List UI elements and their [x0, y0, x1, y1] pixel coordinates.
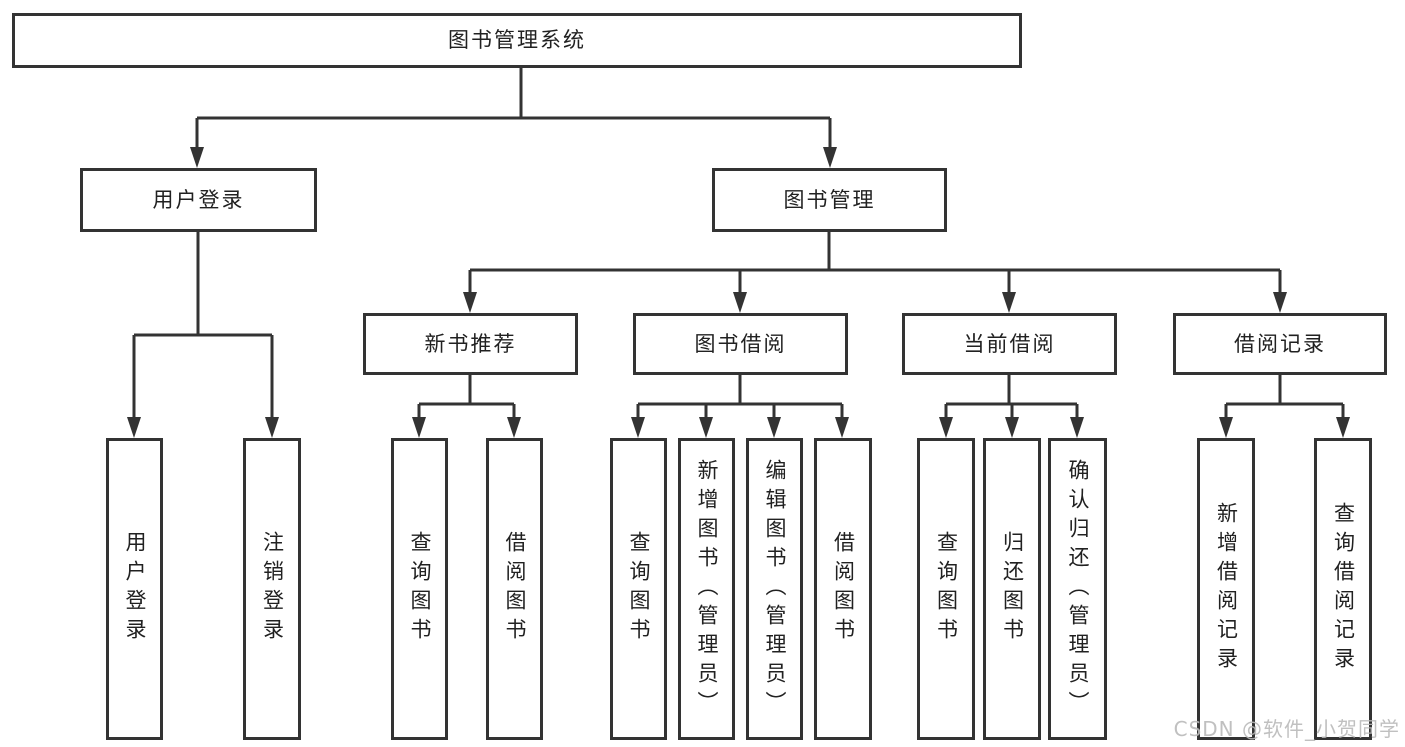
arrow-icon	[823, 147, 837, 168]
node-user-login: 用户登录	[80, 168, 317, 232]
arrow-icon	[127, 417, 141, 438]
connector-current-borrowing-children	[944, 375, 1079, 420]
arrow-icon	[767, 417, 781, 438]
arrow-icon	[507, 417, 521, 438]
leaf-query-borrow-record: 查询借阅记录	[1314, 438, 1372, 740]
leaf-query-books-1: 查询图书	[391, 438, 448, 740]
leaf-edit-books-admin: 编辑图书（管理员）	[746, 438, 803, 740]
leaf-logout-label: 注销登录	[260, 531, 285, 647]
node-new-books-label: 新书推荐	[424, 331, 517, 356]
leaf-query-books-2-label: 查询图书	[627, 531, 651, 647]
node-new-books: 新书推荐	[363, 313, 578, 375]
connector-book-borrowing-children	[636, 375, 844, 420]
arrow-icon	[1005, 417, 1019, 438]
leaf-add-borrow-record: 新增借阅记录	[1197, 438, 1255, 740]
arrowheads	[127, 147, 1350, 438]
arrow-icon	[631, 417, 645, 438]
arrow-icon	[939, 417, 953, 438]
node-book-management: 图书管理	[712, 168, 947, 232]
leaf-add-books-admin-label: 新增图书（管理员）	[695, 458, 719, 720]
leaf-borrow-books-1-label: 借阅图书	[503, 531, 527, 647]
arrow-icon	[1002, 292, 1016, 313]
leaf-confirm-return-admin: 确认归还（管理员）	[1048, 438, 1107, 740]
node-book-borrowing-label: 图书借阅	[694, 331, 787, 356]
arrow-icon	[835, 417, 849, 438]
leaf-add-books-admin: 新增图书（管理员）	[678, 438, 735, 740]
leaf-confirm-return-admin-label: 确认归还（管理员）	[1066, 458, 1090, 720]
connector-user-login-children	[132, 232, 274, 420]
leaf-query-borrow-record-label: 查询借阅记录	[1331, 502, 1356, 676]
connector-book-mgmt-sections	[468, 232, 1282, 295]
arrow-icon	[1219, 417, 1233, 438]
leaf-query-books-2: 查询图书	[610, 438, 667, 740]
node-current-borrowing: 当前借阅	[902, 313, 1117, 375]
leaf-borrow-books-1: 借阅图书	[486, 438, 543, 740]
connector-root-to-level2	[195, 68, 832, 150]
connector-paths	[132, 68, 1345, 420]
leaf-return-books-label: 归还图书	[1000, 531, 1025, 647]
arrow-icon	[412, 417, 426, 438]
node-book-borrowing: 图书借阅	[633, 313, 848, 375]
node-book-management-label: 图书管理	[783, 187, 876, 212]
leaf-edit-books-admin-label: 编辑图书（管理员）	[763, 458, 787, 720]
node-root-label: 图书管理系统	[448, 28, 586, 52]
arrow-icon	[1273, 292, 1287, 313]
arrow-icon	[1336, 417, 1350, 438]
leaf-query-books-1-label: 查询图书	[408, 531, 432, 647]
node-current-borrowing-label: 当前借阅	[963, 331, 1056, 356]
connector-borrowing-records-children	[1224, 375, 1345, 420]
leaf-logout: 注销登录	[243, 438, 301, 740]
arrow-icon	[733, 292, 747, 313]
leaf-add-borrow-record-label: 新增借阅记录	[1214, 502, 1239, 676]
node-borrowing-records: 借阅记录	[1173, 313, 1387, 375]
leaf-query-books-3: 查询图书	[917, 438, 975, 740]
leaf-borrow-books-2-label: 借阅图书	[831, 531, 856, 647]
arrow-icon	[1070, 417, 1084, 438]
leaf-user-login: 用户登录	[106, 438, 163, 740]
node-root: 图书管理系统	[12, 13, 1022, 68]
arrow-icon	[463, 292, 477, 313]
csdn-watermark: CSDN @软件_小贺同学	[1173, 717, 1400, 741]
leaf-borrow-books-2: 借阅图书	[814, 438, 872, 740]
arrow-icon	[190, 147, 204, 168]
node-borrowing-records-label: 借阅记录	[1234, 331, 1326, 356]
leaf-user-login-label: 用户登录	[123, 531, 147, 647]
arrow-icon	[265, 417, 279, 438]
node-user-login-label: 用户登录	[152, 187, 245, 212]
leaf-query-books-3-label: 查询图书	[934, 531, 959, 647]
connector-new-books-children	[417, 375, 516, 420]
arrow-icon	[699, 417, 713, 438]
leaf-return-books: 归还图书	[983, 438, 1041, 740]
